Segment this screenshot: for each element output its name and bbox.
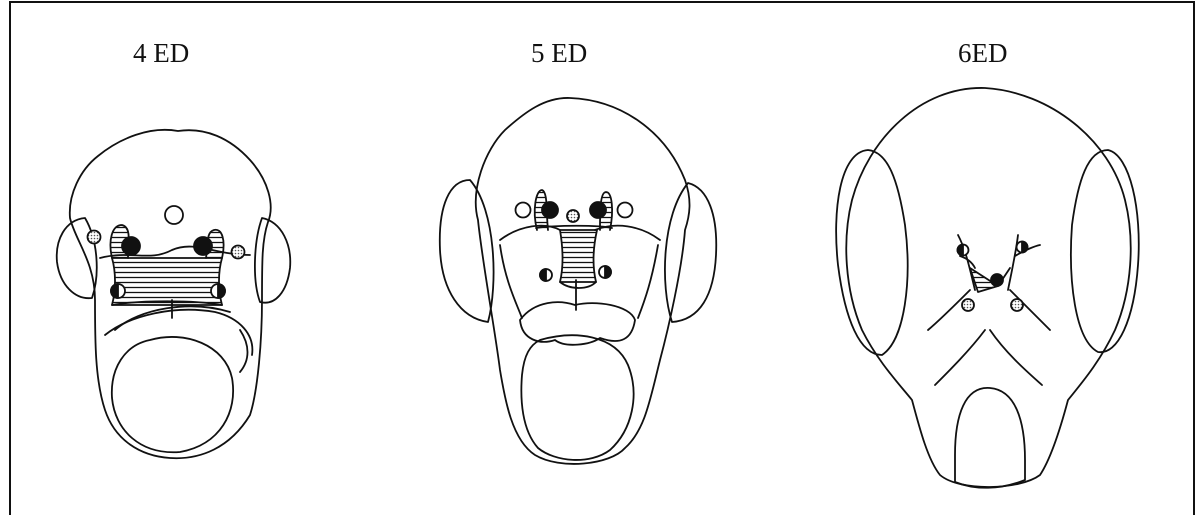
stippled-dot-left [962,299,974,311]
left-eye [57,218,97,298]
embryo-5ed [440,98,716,464]
stage-label-5ed: 5 ED [531,38,587,69]
mandible-lobe [112,337,233,452]
mandible-lobe [955,388,1025,488]
open-circle-right [618,203,633,218]
filled-dot-right [590,202,606,218]
lower-face [105,310,252,355]
embryo-4ed [57,130,291,458]
stippled-dot-right [1011,299,1023,311]
right-eye [255,218,290,303]
stippled-dot-right [232,246,245,259]
maxillary-region [520,302,635,345]
filled-dot-left [122,237,140,255]
embryo-6ed [836,88,1139,488]
right-eye [665,183,716,322]
filled-dot [991,274,1003,286]
stage-label-6ed: 6ED [958,38,1008,69]
right-eye [1071,150,1139,352]
stippled-dot [567,210,579,222]
open-circle-left [516,203,531,218]
hatched-region [560,230,597,282]
hatched-region [112,258,222,305]
filled-dot-right [194,237,212,255]
stippled-dot-left [88,231,101,244]
mandible-lobe [521,335,633,460]
open-circle [165,206,183,224]
stage-label-4ed: 4 ED [133,38,189,69]
filled-dot-left [542,202,558,218]
left-eye [440,180,494,322]
